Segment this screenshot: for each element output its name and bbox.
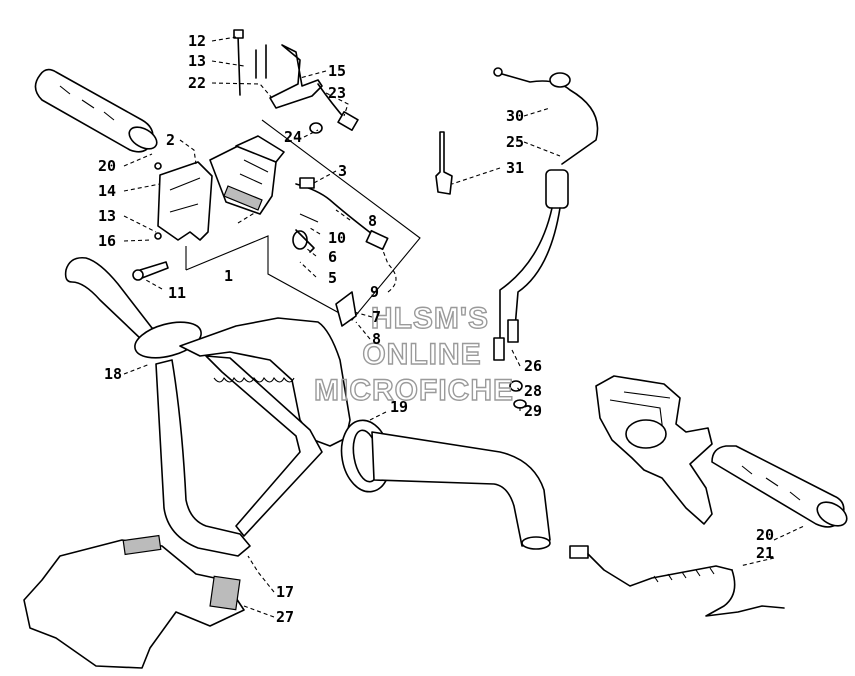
leader-lines (123, 36, 805, 618)
callout-label: 6 (328, 248, 337, 266)
watermark: HLSM'S ONLINE MICROFICHE (313, 301, 514, 407)
heater-wire-part (569, 545, 785, 617)
callout-label: 26 (524, 357, 542, 375)
callout-label: 30 (506, 107, 524, 125)
callout-label: 18 (104, 365, 122, 383)
callout-label: 7 (372, 308, 381, 326)
switch-housing-part (154, 161, 213, 241)
callout-label: 12 (188, 32, 206, 50)
callout-label: 9 (370, 283, 379, 301)
callout-label: 14 (98, 182, 116, 200)
control-box-part (209, 135, 389, 253)
callout-label: 19 (390, 398, 408, 416)
callout-label: 22 (188, 74, 206, 92)
right-control-block-part (595, 375, 713, 525)
callout-label: 8 (372, 330, 381, 348)
callout-label: 28 (524, 382, 542, 400)
callout-label: 16 (98, 232, 116, 250)
callout-label: 10 (328, 229, 346, 247)
callout-label: 3 (338, 162, 347, 180)
screw-part-11 (132, 261, 169, 281)
callout-label: 21 (756, 544, 774, 562)
callout-label: 15 (328, 62, 346, 80)
callout-label: 29 (524, 402, 542, 420)
throttle-bracket-part (233, 29, 359, 134)
callout-label: 31 (506, 159, 524, 177)
callout-label: 20 (98, 157, 116, 175)
callout-label: 25 (506, 133, 524, 151)
callout-label: 13 (98, 207, 116, 225)
watermark-line-2: ONLINE (362, 338, 481, 371)
callout-label: 8 (368, 212, 377, 230)
right-grip-part (711, 445, 848, 528)
callout-labels: 12 13 22 15 23 24 2 20 14 13 3 16 8 10 6… (98, 32, 774, 626)
callout-label: 5 (328, 269, 337, 287)
callout-label: 13 (188, 52, 206, 70)
callout-label: 17 (276, 583, 294, 601)
bracket-part-7 (335, 291, 357, 327)
pad-part-27 (23, 539, 245, 669)
callout-label: 11 (168, 284, 186, 302)
left-grip-part (34, 68, 158, 153)
callout-label: 2 (166, 131, 175, 149)
callout-label: 1 (224, 267, 233, 285)
callout-label: 24 (284, 128, 302, 146)
handlebar-frame-part (64, 256, 551, 557)
throttle-cable-part (435, 67, 599, 409)
watermark-line-1: HLSM'S (371, 302, 489, 335)
watermark-line-3: MICROFICHE (314, 374, 514, 407)
callout-label: 27 (276, 608, 294, 626)
callout-label: 23 (328, 84, 346, 102)
callout-label: 20 (756, 526, 774, 544)
